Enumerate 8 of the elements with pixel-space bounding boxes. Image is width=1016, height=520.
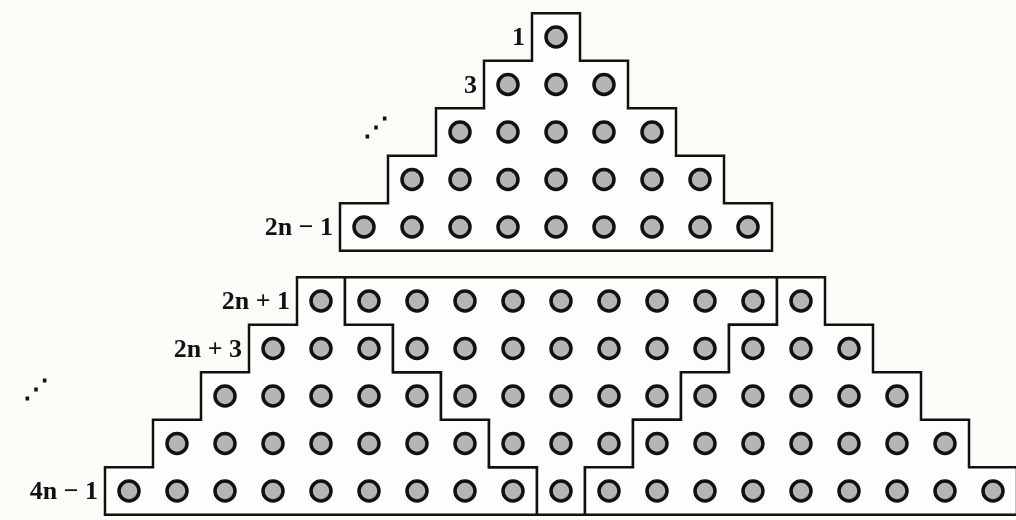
row-count-label: 2n − 1: [264, 212, 333, 242]
row-count-label: ⋰: [363, 113, 389, 143]
row-count-label: 1: [512, 22, 525, 52]
row-count-label: 4n − 1: [29, 476, 98, 506]
row-count-label: 3: [464, 69, 477, 100]
row-count-label: 2n + 3: [173, 333, 242, 364]
row-count-label: ⋰: [23, 375, 49, 405]
row-count-label: 2n + 1: [221, 286, 290, 316]
